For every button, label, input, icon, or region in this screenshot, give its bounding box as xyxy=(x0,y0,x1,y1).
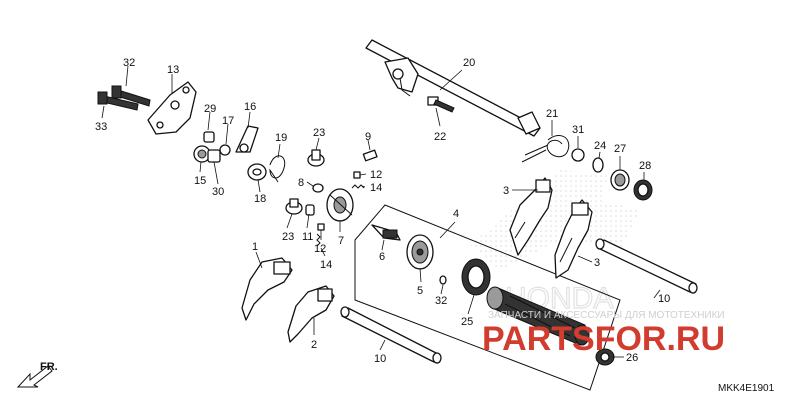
part-label: 6 xyxy=(379,251,385,263)
bearing-26 xyxy=(595,348,615,366)
direction-label: FR. xyxy=(40,361,58,373)
part-label: 2 xyxy=(311,339,317,351)
watermark-site: PARTSFOR.RU xyxy=(482,320,725,358)
part-label: 28 xyxy=(639,160,651,172)
part-label: 12 xyxy=(370,169,382,181)
part-label: 23 xyxy=(313,127,325,139)
collar-31 xyxy=(571,148,585,162)
washer-8 xyxy=(312,183,324,193)
part-label: 7 xyxy=(338,235,344,247)
collar-23-lower xyxy=(285,198,303,215)
collar-23-upper xyxy=(307,149,325,167)
part-label: 20 xyxy=(463,57,475,69)
part-label: 14 xyxy=(370,182,382,194)
shift-fork-3-upper xyxy=(509,177,553,256)
stopper-pin-22 xyxy=(427,96,455,113)
pin-12-lower xyxy=(317,223,325,231)
pin-9 xyxy=(362,149,378,162)
collar-15 xyxy=(193,145,211,163)
pin-12-upper xyxy=(353,171,361,179)
drum-center-6 xyxy=(371,224,401,241)
shift-fork-1 xyxy=(241,257,293,321)
pin-11 xyxy=(305,204,315,216)
part-label: 1 xyxy=(252,241,258,253)
washer-24 xyxy=(592,157,604,173)
part-label: 13 xyxy=(167,64,179,76)
part-label: 26 xyxy=(626,352,638,364)
part-label: 33 xyxy=(95,121,107,133)
stopper-plate-13 xyxy=(147,81,197,135)
part-label: 24 xyxy=(594,140,606,152)
part-label: 18 xyxy=(254,193,266,205)
bolt-32-lower xyxy=(97,91,139,111)
stopper-arm-16 xyxy=(235,125,259,153)
watermark-tagline: ЗАПЧАСТИ И АКСЕССУАРЫ ДЛЯ МОТОТЕХНИКИ xyxy=(488,310,725,321)
washer-18 xyxy=(247,163,267,181)
part-label: 22 xyxy=(434,131,446,143)
part-label: 25 xyxy=(461,316,473,328)
shift-fork-2 xyxy=(287,285,335,343)
bearing-27 xyxy=(610,169,630,191)
shift-fork-3-lower xyxy=(554,199,593,279)
shift-drum-cam-7 xyxy=(326,188,354,222)
part-label: 14 xyxy=(320,259,332,271)
pin-33 xyxy=(439,275,447,285)
part-labels: 32 33 13 29 17 16 15 30 18 19 23 9 8 12 … xyxy=(95,57,670,365)
bolt-32-upper xyxy=(111,85,151,107)
part-label: 3 xyxy=(503,185,509,197)
fork-shaft-10-left xyxy=(340,306,442,364)
spring-14-lower xyxy=(316,233,321,247)
drum-center-5 xyxy=(406,234,434,270)
part-label: 31 xyxy=(572,124,584,136)
part-label: 12 xyxy=(314,243,326,255)
drawing-code: MKK4E1901 xyxy=(718,383,775,394)
part-label: 32 xyxy=(435,295,447,307)
part-label: 27 xyxy=(614,143,626,155)
part-label: 21 xyxy=(546,108,558,120)
collar-30 xyxy=(207,149,221,163)
part-label: 30 xyxy=(212,186,224,198)
drum-group-frame xyxy=(354,204,621,391)
part-label: 5 xyxy=(417,285,423,297)
shift-drum xyxy=(486,286,590,346)
part-label: 23 xyxy=(282,231,294,243)
spring-19 xyxy=(269,155,286,183)
oil-seal-28 xyxy=(633,179,653,201)
part-label: 32 xyxy=(123,57,135,69)
leader-lines xyxy=(101,65,661,358)
part-label: 17 xyxy=(222,115,234,127)
part-label: 9 xyxy=(365,131,371,143)
part-label: 8 xyxy=(298,177,304,189)
front-direction-arrow: FR. xyxy=(16,361,58,388)
fork-shaft-10-right xyxy=(595,238,698,294)
part-label: 4 xyxy=(453,208,459,220)
part-label: 15 xyxy=(194,175,206,187)
part-label: 10 xyxy=(658,293,670,305)
part-label: 16 xyxy=(244,101,256,113)
part-label: 3 xyxy=(594,257,600,269)
part-label: 29 xyxy=(204,103,216,115)
washer-17 xyxy=(219,144,231,156)
collar-29 xyxy=(203,131,215,143)
spring-14-upper xyxy=(351,184,365,189)
part-label: 11 xyxy=(302,231,313,243)
return-spring-21 xyxy=(521,135,570,163)
part-label: 19 xyxy=(275,132,287,144)
part-label: 10 xyxy=(374,353,386,365)
bearing-25 xyxy=(461,258,491,296)
shift-shaft xyxy=(365,39,541,137)
